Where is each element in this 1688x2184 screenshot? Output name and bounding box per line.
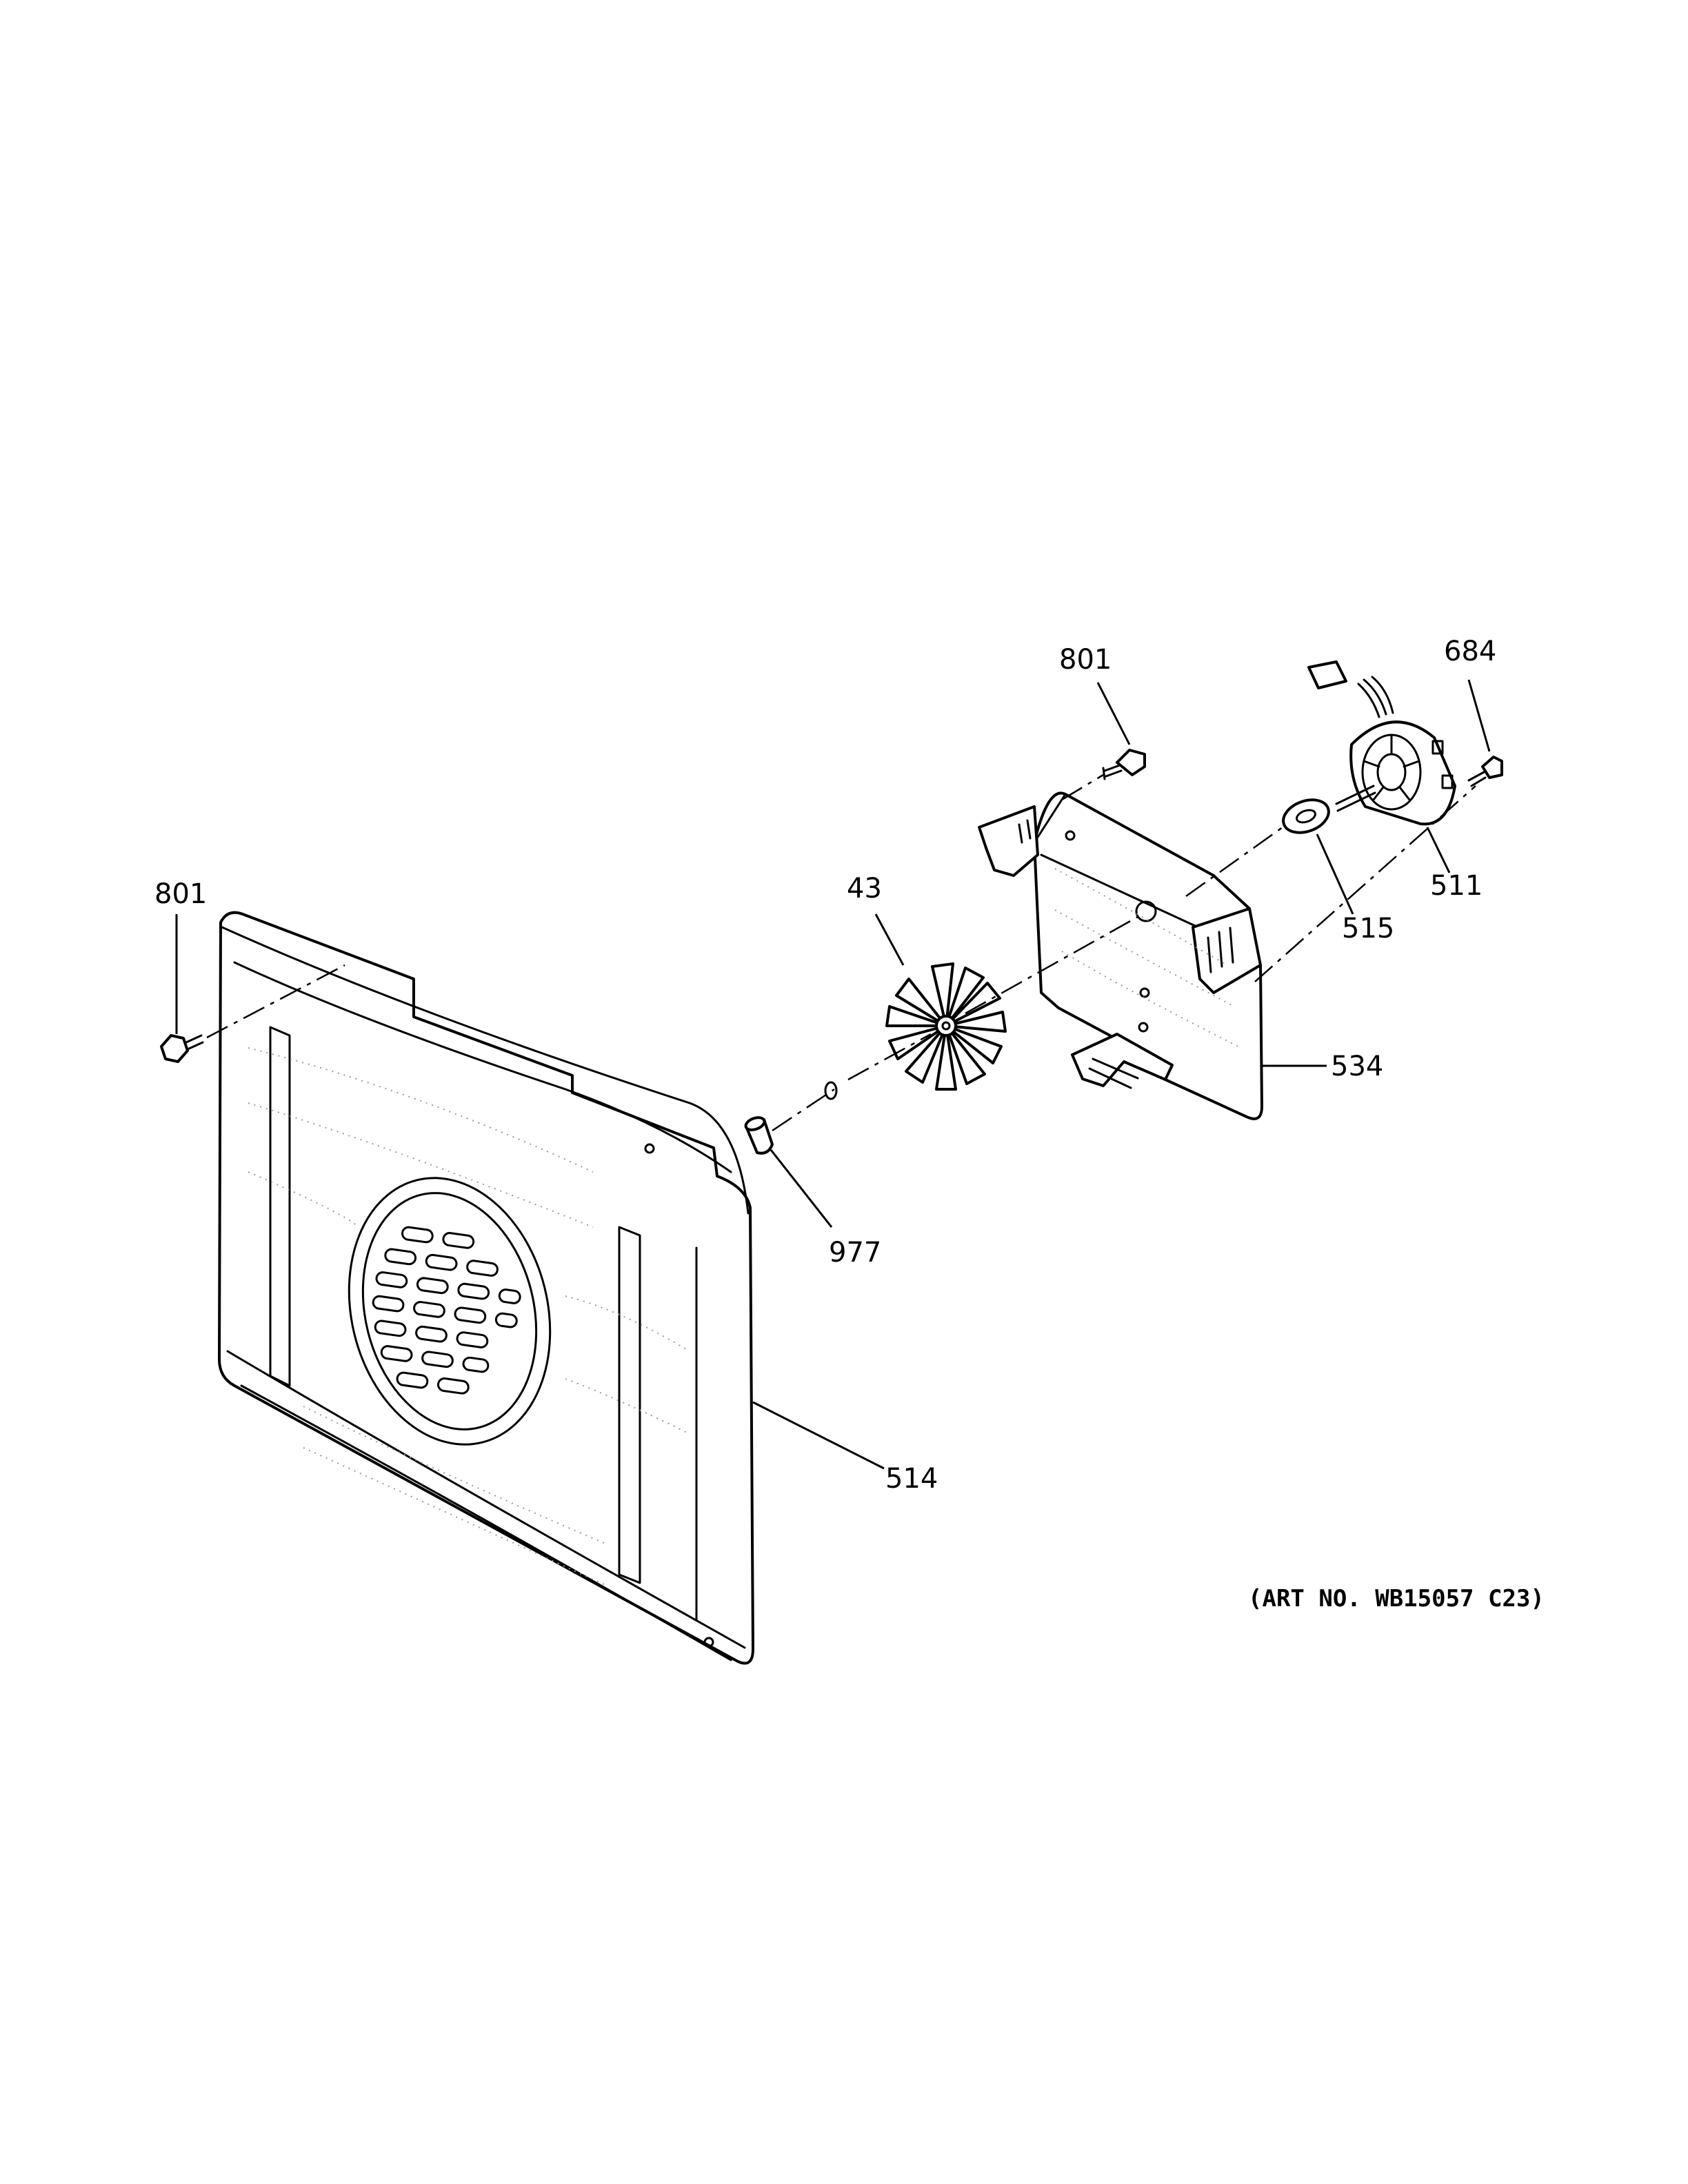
- leader-lines: [175, 679, 1491, 1470]
- part-801-screw-left[interactable]: [160, 1034, 204, 1063]
- part-515-washer[interactable]: [1279, 794, 1334, 839]
- callout-43: 43: [847, 873, 882, 904]
- callout-511: 511: [1430, 870, 1483, 902]
- callout-977: 977: [829, 1237, 881, 1268]
- callout-514: 514: [885, 1463, 938, 1495]
- callout-515: 515: [1342, 913, 1394, 944]
- callout-801-left: 801: [154, 878, 207, 910]
- callout-534: 534: [1331, 1051, 1383, 1082]
- part-534-motor-bracket[interactable]: [978, 791, 1263, 1120]
- callout-684: 684: [1444, 636, 1496, 667]
- part-511-convection-motor[interactable]: [1307, 660, 1456, 826]
- callout-labels: 801 684 43 515 511 534 801 977 514: [154, 636, 1496, 1495]
- part-514-rear-panel[interactable]: [218, 911, 754, 1665]
- retaining-clip: [824, 1081, 838, 1100]
- art-number: (ART NO. WB15057 C23): [1248, 1585, 1545, 1612]
- part-43-fan-blade[interactable]: [885, 962, 1007, 1091]
- part-684-screw[interactable]: [1467, 756, 1503, 787]
- assembly-axis-lines: [206, 774, 1476, 1132]
- part-801-screw-top[interactable]: [1102, 749, 1146, 780]
- callout-801-top: 801: [1059, 644, 1112, 676]
- part-977-nut[interactable]: [744, 1115, 774, 1155]
